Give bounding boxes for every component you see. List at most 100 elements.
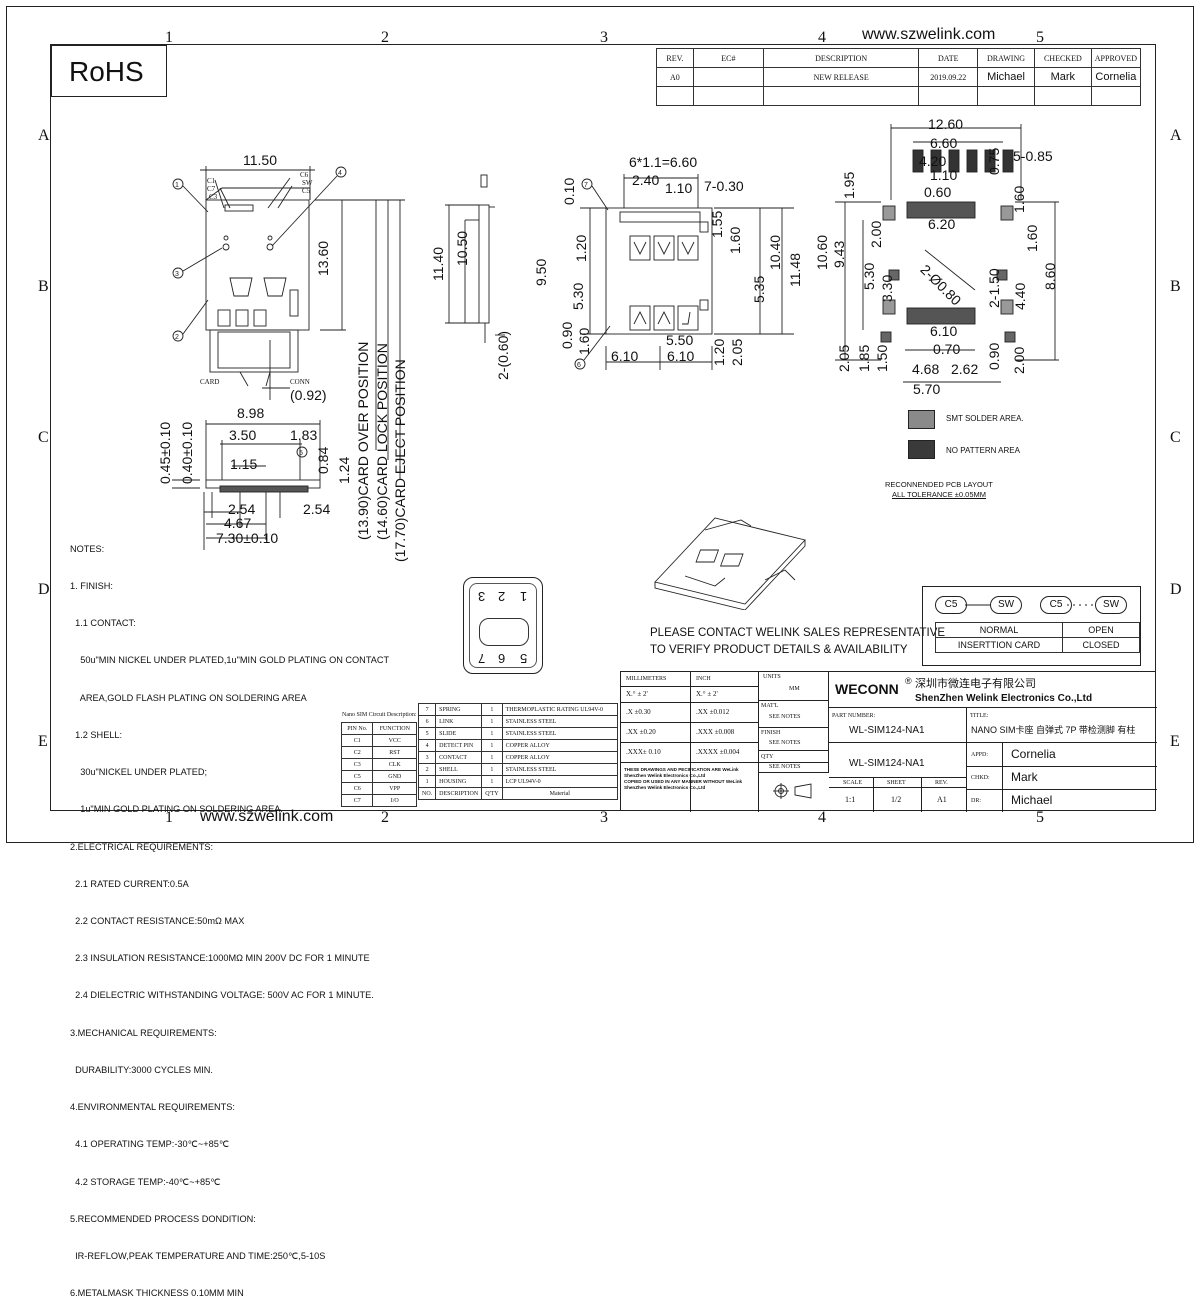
bom-cell: 4 [417,739,437,752]
dr-label: DR: [971,798,982,804]
tol-units-value: MM [789,686,800,692]
dim-5-30: 5.30 [570,282,586,310]
zone-col-2-top: 2 [381,29,389,46]
dim-10-40: 10.40 [767,234,783,270]
dim-pcb-5-0-85: 5-0.85 [1013,148,1053,164]
bom-cell: DETECT PIN [435,739,483,752]
zone-row-d-right: D [1170,581,1182,598]
dim-7-0-30: 7-0.30 [704,178,744,194]
pin-cell: C1 [340,734,374,747]
dim-pcb-6-10: 6.10 [930,323,958,339]
rev-header-checked: CHECKED [1033,48,1092,68]
svg-text:1: 1 [175,182,179,189]
tol-header-mm: MILLIMETERS [626,676,667,682]
dim-side-0-84: 0.84 [315,446,331,474]
dim-pcb-1-50: 1.50 [874,344,890,372]
zone-col-3-bottom: 3 [600,809,608,826]
svg-text:2: 2 [175,334,179,341]
disclaimer-line-2: ShenZhen Welink Electronics Co.,Ltd [624,773,706,778]
label-sw: SW [302,179,313,187]
switch-pill-sw-a: SW [990,596,1022,614]
note-line: 6.METALMASK THICKNESS 0.10MM MIN [70,1288,244,1299]
website-top[interactable]: www.szwelink.com [862,26,996,43]
bom-cell: 1 [481,703,503,716]
pin-cell: VCC [372,734,417,747]
tol-qty-value: SEE NOTES [769,764,801,770]
chkd-value: Mark [1011,770,1038,784]
legend-pcb-layout: RECONNENDED PCB LAYOUT [885,480,993,489]
contact-notice-line-1: PLEASE CONTACT WELINK SALES REPRESENTATI… [650,627,946,639]
nano-sim-card-inner [469,583,537,668]
title-label: TITLE: [970,713,989,719]
label-c5: C5 [302,187,311,195]
rohs-label: RoHS [69,56,144,87]
note-line: 2.2 CONTACT RESISTANCE:50mΩ MAX [70,916,245,926]
legend-smt: SMT SOLDER AREA. [946,414,1024,423]
company-name-en: ShenZhen Welink Electronics Co.,Ltd [915,693,1093,704]
dim-pcb-8-60: 8.60 [1042,262,1058,290]
svg-text:4: 4 [338,170,342,177]
rev-cell-checked: Mark [1033,67,1092,87]
dim-6-10b: 6.10 [667,348,695,364]
dim-6x1-1: 6*1.1=6.60 [629,154,698,170]
svg-text:6: 6 [577,362,581,369]
dim-pcb-0-90: 0.90 [986,342,1002,370]
bom-cell: STAINLESS STEEL [501,715,619,728]
pin-cell: C7 [340,794,374,807]
dim-card-lock: (14.60)CARD LOCK POSITION [374,343,390,540]
dim-side-4-67: 4.67 [224,515,252,531]
zone-row-d-left: D [38,581,50,598]
zone-row-e-left: E [38,733,48,750]
projection-symbol-icon [773,783,812,799]
title-value: NANO SIM卡座 自弹式 7P 带检测脚 有柱 [971,725,1136,735]
dim-pcb-3-30: 3.30 [879,274,895,302]
rev-cell-description: NEW RELEASE [762,67,920,87]
switch-cell: OPEN [1062,622,1140,638]
dim-pcb-12-60: 12.60 [928,116,964,132]
bom-cell: 1 [481,715,503,728]
rev-cell-drawing: Michael [977,67,1035,87]
label-c1: C1 [207,177,216,185]
dim-side-0-45: 0.45±0.10 [157,421,173,484]
zone-col-1-bottom: 1 [165,809,173,826]
note-line: 30u"NICKEL UNDER PLATED; [70,767,208,778]
pin-cell: CLK [372,758,417,771]
drawing-border [6,6,1194,843]
website-bottom[interactable]: www.szwelink.com [200,808,334,825]
appd-value: Cornelia [1011,747,1056,761]
dim-side-7-30: 7.30±0.10 [216,530,279,546]
dim-2-0-60: 2-(0.60) [495,330,511,380]
dim-1-10: 1.10 [665,180,693,196]
bom-cell: 2 [417,763,437,776]
zone-col-3-top: 3 [600,29,608,46]
pin-cell: RST [372,746,417,759]
bom-cell: 3 [417,751,437,764]
bom-cell: STAINLESS STEEL [501,727,619,740]
dim-pcb-2-00a: 2.00 [868,220,884,248]
card-pad-7: 7 [478,651,486,666]
label-c6: C6 [300,171,309,179]
dim-pcb-2-05: 2.05 [836,344,852,372]
zone-row-a-right: A [1170,127,1182,144]
svg-text:5: 5 [299,450,303,457]
bom-cell: COPPER ALLOY [501,739,619,752]
side-profile-drawing [445,174,505,343]
card-pad-5: 5 [520,651,528,666]
switch-box [922,586,1141,666]
tol-header-units: UNITS [763,674,781,680]
dim-pcb-6-60: 6.60 [930,135,958,151]
appd-label: APPD: [971,752,989,758]
rev-header-rev: REV. [656,48,694,68]
note-line: 3.MECHANICAL REQUIREMENTS: [70,1027,217,1038]
rev-value: A1 [937,795,947,804]
switch-symbol [965,604,1093,606]
dim-13-60: 13.60 [315,240,331,276]
tol-qty-label: QTY [761,754,774,760]
pin-cell: C5 [340,770,374,783]
company-header: WECONN ® 深圳市微连电子有限公司 ShenZhen Welink Ele… [829,672,1157,708]
zone-row-c-right: C [1170,429,1181,446]
dim-1-55: 1.55 [709,210,725,238]
dim-10-50: 10.50 [454,230,470,266]
